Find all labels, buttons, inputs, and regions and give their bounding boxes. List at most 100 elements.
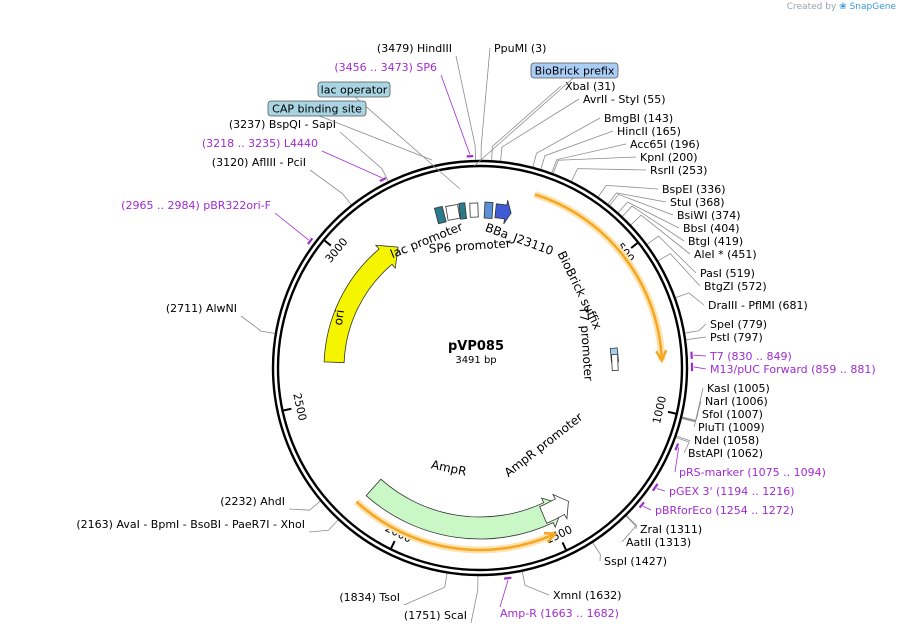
site-line-28 [592,542,601,562]
site-line-26 [626,515,637,530]
cap-binding-site-mark [433,205,447,225]
orange-arc-bottom-head [543,531,558,544]
primer-label[interactable]: (3218 .. 3235) L4440 [202,137,318,150]
primer-leader-lines [274,74,707,608]
ruler-tick-500 [630,242,639,249]
site-label[interactable]: SspI (1427) [604,555,667,568]
backbone [271,159,689,577]
site-line-12 [617,201,680,229]
site-label[interactable]: NdeI (1058) [694,434,759,447]
site-label[interactable]: (1834) TsoI [339,591,400,604]
primer-label[interactable]: pBRforEco (1254 .. 1272) [655,504,794,517]
site-line-0 [455,55,476,161]
site-label[interactable]: AvrII - StyI (55) [583,93,666,106]
site-line-5 [540,130,614,170]
site-label[interactable]: XmnI (1632) [553,589,622,602]
primer-line-6 [656,488,666,492]
site-label[interactable]: BmgBI (143) [604,112,673,125]
feature-box-label: BioBrick prefix [535,65,615,78]
feature-label-t7-promoter: T7 promoter [576,305,595,381]
ruler-tick-2000 [390,540,396,549]
site-line-35 [309,169,352,205]
feature-box-0[interactable] [530,62,619,79]
restriction-site-labels: (3479) HindIII PpuMI (3) XbaI (31)AvrII - … [76,42,807,622]
site-label[interactable]: (3120) AflIII - PciI [212,156,306,169]
site-line-34 [240,315,275,334]
site-label[interactable]: HincII (165) [617,125,681,138]
site-line-29 [521,571,550,596]
site-line-8 [571,168,647,182]
feature-box-label: CAP binding site [272,103,362,116]
site-label[interactable]: DraIII - PflMI (681) [708,299,808,312]
site-line-23 [681,418,696,428]
box-line-0 [473,76,575,167]
site-line-7 [552,156,637,174]
site-label[interactable]: (3237) BspQI - SapI [229,118,336,131]
site-line-25 [675,437,690,454]
site-label[interactable]: RsrII (253) [650,164,707,177]
ori-arc [323,244,399,364]
primer-line-3 [693,354,707,357]
site-label[interactable]: (3479) HindIII [377,42,452,55]
primer-mark-8 [504,576,512,580]
site-line-11 [609,193,674,216]
ampr-arc [365,478,565,540]
site-line-13 [622,205,685,242]
site-line-31 [403,573,448,606]
primer-label[interactable]: (2965 .. 2984) pBR322ori-F [121,199,271,212]
site-label[interactable]: SfoI (1007) [702,408,763,421]
primer-label[interactable]: pGEX 3' (1194 .. 1216) [669,485,795,498]
site-label[interactable]: XbaI (31) [565,80,616,93]
site-label[interactable]: BspEI (336) [662,183,726,196]
plasmid-name: pVP085 [448,339,504,354]
site-label[interactable]: ZraI (1311) [640,523,702,536]
ruler-label-3000: 3000 [323,235,351,265]
bba-j23110-arrow [494,200,512,225]
site-label[interactable]: PpuMI (3) [494,42,546,55]
site-line-6 [551,143,627,173]
site-line-4 [532,117,601,167]
site-label[interactable]: PluTI (1009) [698,421,765,434]
primer-label[interactable]: (3456 .. 3473) SP6 [334,61,437,74]
site-label[interactable]: (1751) ScaI [404,609,467,622]
site-label[interactable]: (2232) AhdI [220,495,285,508]
lac-operator-mark [458,202,467,220]
site-label[interactable]: KpnI (200) [640,151,698,164]
site-line-14 [630,214,691,255]
primer-label[interactable]: M13/pUC Forward (859 .. 881) [710,363,876,376]
t7-promoter-mark [611,353,619,372]
box-line-1 [353,95,461,190]
site-label[interactable]: Acc65I (196) [630,138,700,151]
primer-label[interactable]: pRS-marker (1075 .. 1094) [679,466,826,479]
primer-label[interactable]: T7 (830 .. 849) [709,350,792,363]
site-label[interactable]: BstAPI (1062) [688,447,763,460]
site-label[interactable]: (2163) AvaI - BpmI - BsoBI - PaeR7I - Xh… [76,518,305,531]
site-label[interactable]: AatII (1313) [626,536,691,549]
site-label[interactable]: BsiWI (374) [677,209,741,222]
site-label[interactable]: (2711) AlwNI [166,302,237,315]
ruler-tick-2500 [283,407,292,412]
site-label[interactable]: BbsI (404) [683,222,740,235]
site-label[interactable]: StuI (368) [670,196,725,209]
site-label[interactable]: KasI (1005) [707,382,770,395]
site-label[interactable]: NarI (1006) [705,395,768,408]
box-line-2 [316,114,433,161]
site-label[interactable]: BtgI (419) [688,235,743,248]
credit-brand: SnapGene [849,2,896,12]
feature-box-1[interactable] [317,81,391,98]
site-label[interactable]: AleI * (451) [694,248,757,261]
primer-label[interactable]: Amp-R (1663 .. 1682) [500,607,619,620]
biobrick-prefix-mark [483,201,494,219]
site-line-30 [470,575,479,624]
primer-mark-7 [638,501,645,509]
feature-label-ampr: AmpR [430,458,468,479]
site-label[interactable]: PasI (519) [700,267,755,280]
site-line-1 [480,47,491,161]
site-label[interactable]: BtgZI (572) [704,280,767,293]
site-label[interactable]: SpeI (779) [710,318,767,331]
primer-line-7 [643,505,652,511]
feature-box-2[interactable] [267,100,367,117]
site-label[interactable]: PstI (797) [710,331,763,344]
site-line-36 [339,131,389,182]
